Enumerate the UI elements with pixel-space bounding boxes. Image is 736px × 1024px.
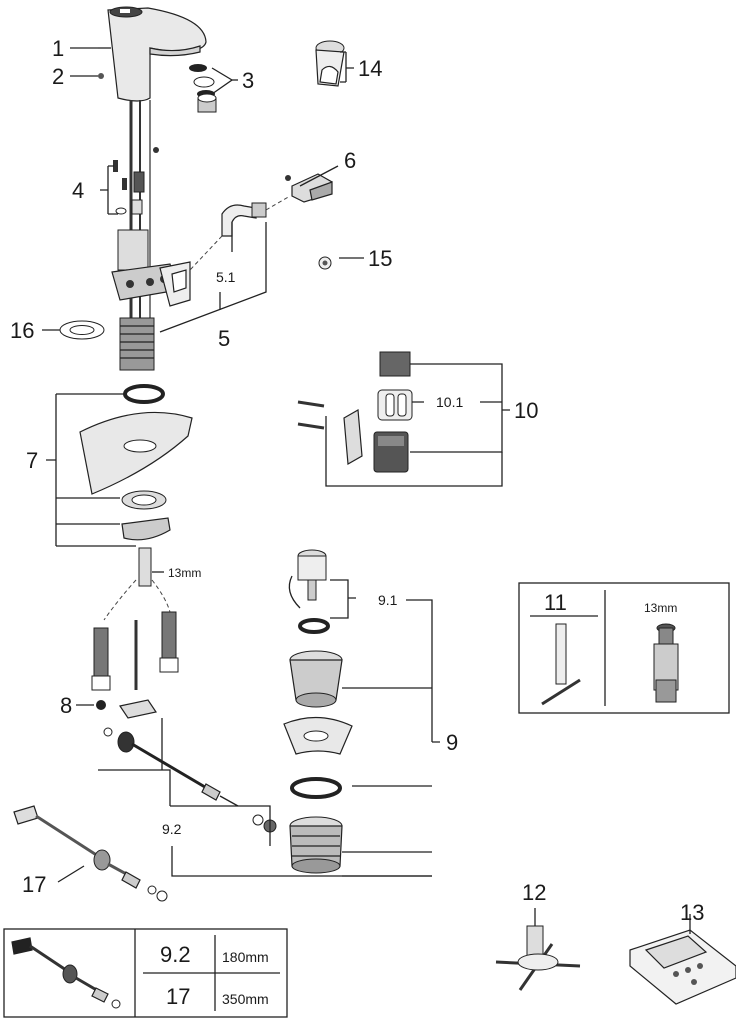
table-length-cell: 350mm [222, 991, 269, 1007]
callout-4: 4 [72, 178, 84, 203]
lever-part [285, 173, 333, 203]
mounting-plate-part [111, 229, 191, 307]
waste-valve-part [283, 549, 353, 874]
tools-box: 11 13mm [518, 582, 730, 714]
callout-15: 15 [368, 246, 392, 271]
callout-7: 7 [26, 448, 38, 473]
callout-3: 3 [242, 68, 254, 93]
callout-11: 11 [544, 590, 567, 615]
spanner-part [495, 908, 581, 991]
aerator-part [189, 64, 217, 113]
callout-14: 14 [358, 56, 382, 81]
table-part-cell: 9.2 [160, 942, 191, 967]
callout-13: 13 [680, 900, 704, 925]
callout-12: 12 [522, 880, 546, 905]
pop-up-rod-part [103, 699, 277, 833]
basin-mounting-kit-part [79, 384, 193, 587]
aerator-key-part [315, 40, 345, 87]
callout-2: 2 [52, 64, 64, 89]
extension-rod-part [13, 805, 168, 902]
socket-tool [653, 623, 679, 703]
cap-part [318, 256, 332, 270]
hex-key-tool [541, 623, 581, 706]
callout-6: 6 [344, 148, 356, 173]
callout-10-1: 10.1 [436, 394, 463, 410]
callout-9-2: 9.2 [162, 821, 182, 837]
threaded-stem-part [119, 317, 155, 371]
callout-10: 10 [514, 398, 538, 423]
table-row: 17 350mm [166, 984, 269, 1009]
callout-labels: 1 2 3 14 4 6 5.1 5 15 16 7 10.1 10 13mm … [10, 36, 704, 925]
table-part-cell: 17 [166, 984, 190, 1009]
supply-hoses-part [91, 579, 179, 691]
control-box-part [297, 351, 413, 473]
elbow-fitting-part [189, 195, 291, 271]
leader-lines [42, 47, 691, 934]
callout-17: 17 [22, 872, 46, 897]
seal-ring-part [59, 320, 105, 340]
callout-16: 16 [10, 318, 34, 343]
faucet-body-part [98, 6, 207, 102]
callout-9: 9 [446, 730, 458, 755]
table-length-cell: 180mm [222, 949, 269, 965]
remote-control-part [629, 929, 736, 1005]
table-rod-illustration [11, 937, 121, 1009]
dim-spanner-13mm: 13mm [168, 566, 201, 580]
callout-8: 8 [60, 693, 72, 718]
length-table: 9.2 180mm 17 350mm [3, 928, 288, 1018]
callout-5-1: 5.1 [216, 269, 236, 285]
mounting-screws-part [113, 160, 145, 215]
callout-5: 5 [218, 326, 230, 351]
callout-1: 1 [52, 36, 64, 61]
table-row: 9.2 180mm [160, 942, 269, 967]
filter-part [96, 700, 106, 710]
dim-box11-13mm: 13mm [644, 601, 677, 615]
callout-9-1: 9.1 [378, 592, 398, 608]
